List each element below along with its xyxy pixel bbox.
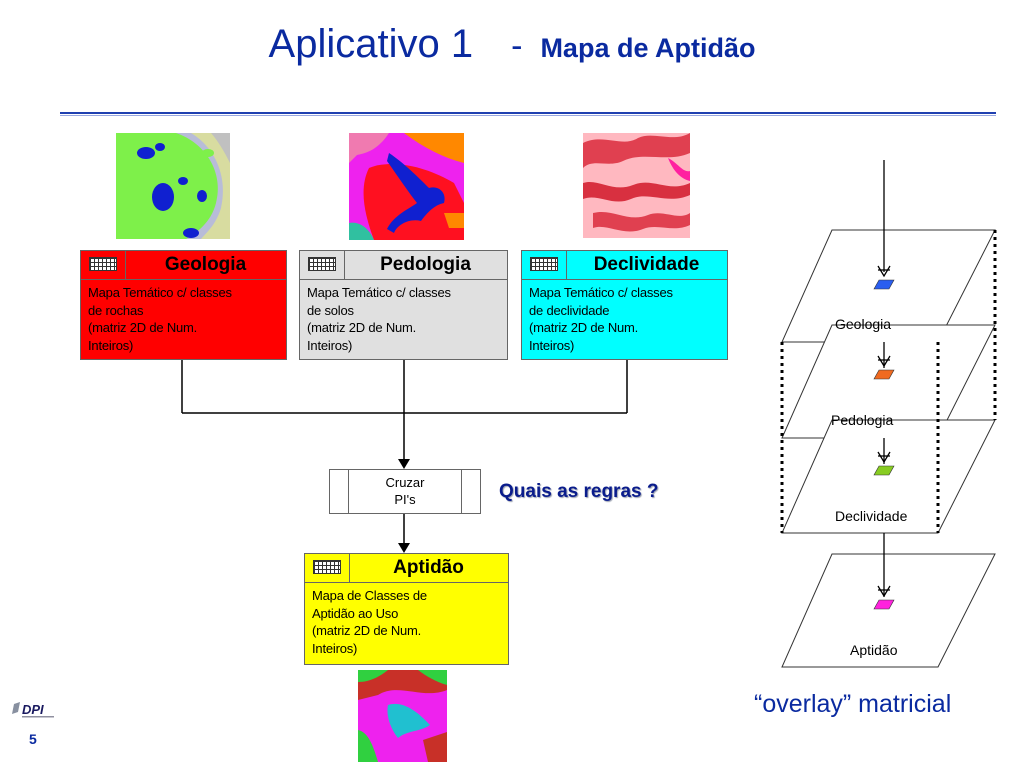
declividade-card-title: Declividade <box>593 254 700 275</box>
aptidao-map-thumbnail <box>358 670 447 762</box>
declividade-map-thumbnail <box>583 133 690 238</box>
title-subtitle: Mapa de Aptidão <box>540 33 756 63</box>
slide-title: Aplicativo 1-Mapa de Aptidão <box>0 22 1024 67</box>
layer-label-pedologia: Pedologia <box>831 412 894 428</box>
pedologia-cell-marker <box>873 369 895 380</box>
pedologia-map-thumbnail <box>349 133 464 240</box>
aptidao-card-description: Mapa de Classes de Aptidão ao Uso (matri… <box>312 588 427 656</box>
geologia-card-description: Mapa Temático c/ classes de rochas (matr… <box>88 285 232 353</box>
grid-icon <box>305 554 350 582</box>
dpi-logo-mark: DPI <box>12 702 54 718</box>
layer-label-declividade: Declividade <box>835 508 908 524</box>
aptidao-cell-marker <box>873 599 895 610</box>
overlay-caption: “overlay” matricial <box>754 690 952 718</box>
layer-label-geologia: Geologia <box>835 316 892 332</box>
geologia-card-title: Geologia <box>164 254 247 275</box>
declividade-card: Declividade Mapa Temático c/ classes de … <box>521 250 728 360</box>
title-rule <box>60 112 996 114</box>
pedologia-card-description: Mapa Temático c/ classes de solos (matri… <box>307 285 451 353</box>
dpi-logo: DPI <box>12 700 58 722</box>
grid-icon <box>300 251 345 279</box>
title-dash: - <box>511 27 523 65</box>
title-rule-shadow <box>60 115 996 116</box>
title-main: Aplicativo 1 <box>268 22 474 66</box>
grid-icon <box>81 251 126 279</box>
cruzar-process-label: Cruzar PI's <box>385 475 425 507</box>
overlay-layer-stack <box>780 160 997 668</box>
geologia-cell-marker <box>873 279 895 290</box>
declividade-cell-marker <box>873 465 895 476</box>
aptidao-card: Aptidão Mapa de Classes de Aptidão ao Us… <box>304 553 509 665</box>
layer-plane-aptidao <box>781 553 996 668</box>
geologia-card: Geologia Mapa Temático c/ classes de roc… <box>80 250 287 360</box>
dpi-logo-text: DPI <box>22 702 44 717</box>
rules-question: Quais as regras ? <box>499 481 659 502</box>
geologia-map-thumbnail <box>116 133 230 239</box>
declividade-card-description: Mapa Temático c/ classes de declividade … <box>529 285 673 353</box>
grid-icon <box>522 251 567 279</box>
pedologia-card-title: Pedologia <box>380 254 471 275</box>
aptidao-card-title: Aptidão <box>393 557 464 578</box>
pedologia-card: Pedologia Mapa Temático c/ classes de so… <box>299 250 508 360</box>
cruzar-process-box: Cruzar PI's <box>329 469 481 514</box>
layer-label-aptidao: Aptidão <box>850 642 898 658</box>
declividade-card-header: Declividade <box>522 251 727 280</box>
page-number: 5 <box>29 731 37 747</box>
geologia-card-header: Geologia <box>81 251 286 280</box>
aptidao-card-header: Aptidão <box>305 554 508 583</box>
pedologia-card-header: Pedologia <box>300 251 507 280</box>
